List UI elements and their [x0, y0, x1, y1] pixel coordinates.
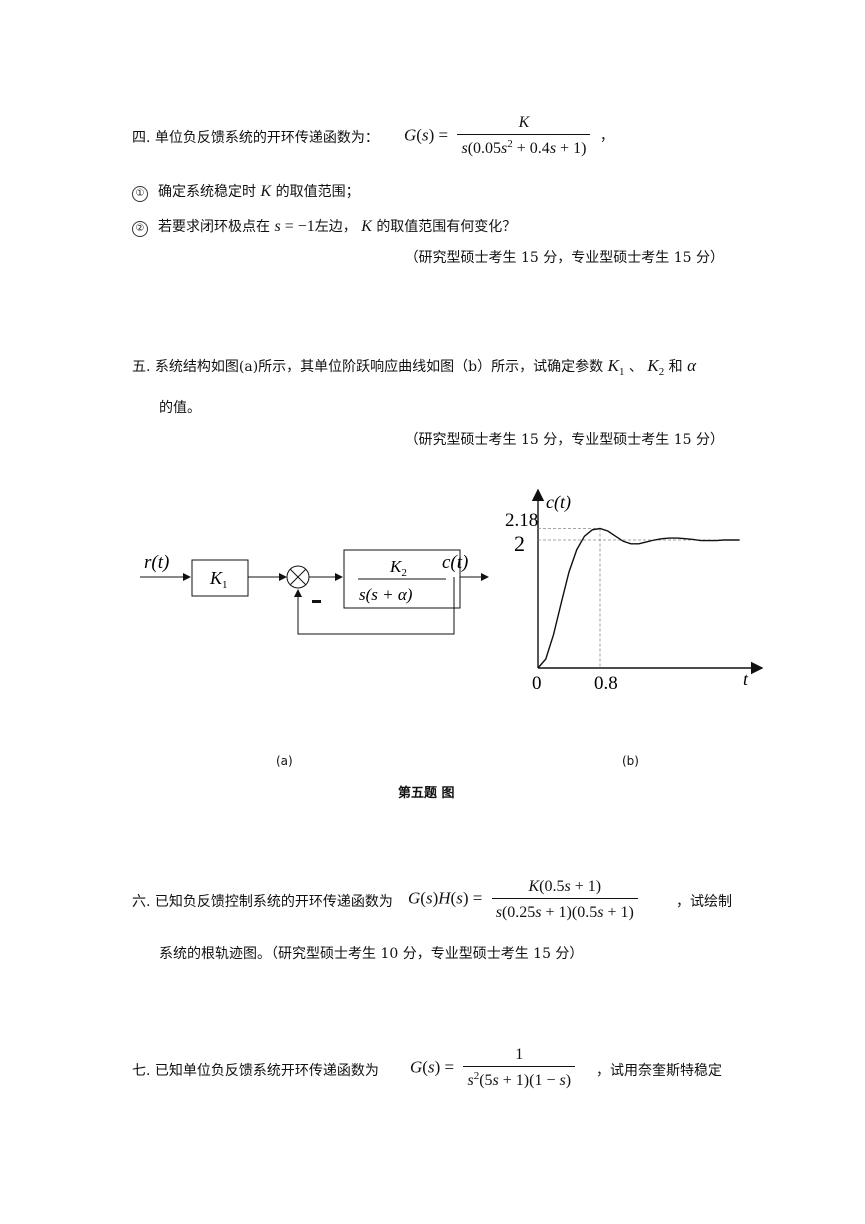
plant-numerator: K2: [389, 557, 407, 579]
feedback-path: [294, 577, 455, 635]
q5-text-c: 和: [668, 359, 683, 375]
q4-fraction: K s(0.05s2 + 0.4s + 1): [457, 114, 591, 158]
response-curve: [537, 527, 740, 669]
q5-line-2: 的值。: [159, 400, 201, 416]
q6-line-1b: ，试绘制: [676, 894, 732, 910]
q4-transfer-function: G(s) = K s(0.05s2 + 0.4s + 1) ，: [404, 114, 614, 158]
plant-denominator: s(s + α): [359, 585, 413, 604]
x-tick-peak-time: 0.8: [594, 673, 618, 694]
item-2-text-b: 左边，: [314, 219, 357, 235]
q6-transfer-function: G(s)H(s) = K(0.5s + 1) s(0.25s + 1)(0.5s…: [408, 876, 642, 922]
q5-score: （研究型硕士考生 15 分，专业型硕士考生 15 分）: [404, 432, 724, 448]
x-axis-label: t: [743, 669, 749, 689]
y-tick-steady: 2: [514, 531, 525, 556]
q7-line-1a: 七. 已知单位负反馈系统开环传递函数为: [132, 1063, 379, 1079]
plant-block: [343, 549, 461, 609]
gain-label: K1: [209, 568, 228, 591]
q5-line-1: 五. 系统结构如图(a)所示，其单位阶跃响应曲线如图（b）所示，试确定参数 K1…: [132, 356, 697, 378]
fig-a-label: (a): [276, 754, 293, 768]
figure-caption: 第五题 图: [398, 786, 455, 801]
block-diagram: r(t) K1 K2 s(s + α) c(t): [140, 549, 489, 635]
q6-line-1a: 六. 已知负反馈控制系统的开环传递函数为: [132, 894, 393, 910]
fig-b-label: (b): [622, 754, 639, 768]
y-axis-label: c(t): [546, 492, 571, 513]
q4-line: 四. 单位负反馈系统的开环传递函数为：: [132, 128, 379, 148]
y-tick-peak: 2.18: [505, 510, 538, 531]
q7-line-1b: ，试用奈奎斯特稳定: [596, 1063, 722, 1079]
item-1-text-a: 确定系统稳定时: [158, 184, 256, 200]
item-2-marker: ②: [132, 221, 148, 237]
q4-tail: ，: [599, 128, 614, 145]
q7-transfer-function: G(s) = 1 s2(5s + 1)(1 − s): [410, 1046, 579, 1090]
output-label: c(t): [442, 552, 468, 573]
item-2-text-c: 的取值范围有何变化？: [376, 219, 517, 235]
step-response-chart: c(t) t 2.18 2 0 0.8: [505, 488, 764, 694]
input-label: r(t): [144, 552, 169, 573]
gain-block: [191, 559, 249, 597]
q4-score: （研究型硕士考生 15 分，专业型硕士考生 15 分）: [404, 250, 724, 266]
q5-text-b: 、: [628, 359, 643, 375]
item-1-text-b: 的取值范围；: [275, 184, 360, 200]
x-tick-zero: 0: [532, 673, 542, 694]
q6-line-2: 系统的根轨迹图。（研究型硕士考生 10 分，专业型硕士考生 15 分）: [159, 946, 584, 962]
item-2-text-a: 若要求闭环极点在: [158, 219, 270, 235]
item-1-marker: ①: [132, 186, 148, 202]
q5-text-a: 五. 系统结构如图(a)所示，其单位阶跃响应曲线如图（b）所示，试确定参数: [132, 359, 604, 375]
feedback-minus-sign: [312, 600, 321, 603]
q4-intro: 四. 单位负反馈系统的开环传递函数为：: [132, 130, 379, 146]
